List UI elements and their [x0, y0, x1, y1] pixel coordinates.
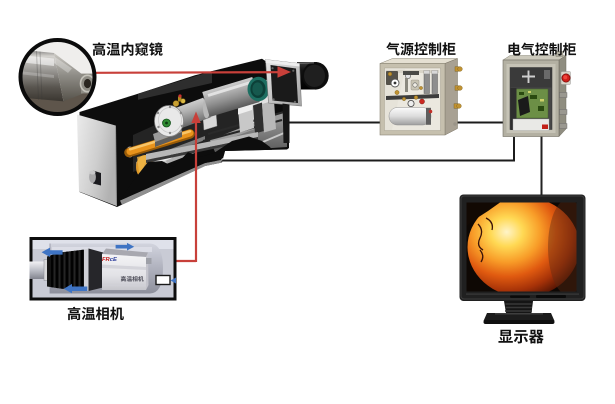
svg-text:FRcE: FRcE — [102, 257, 118, 263]
